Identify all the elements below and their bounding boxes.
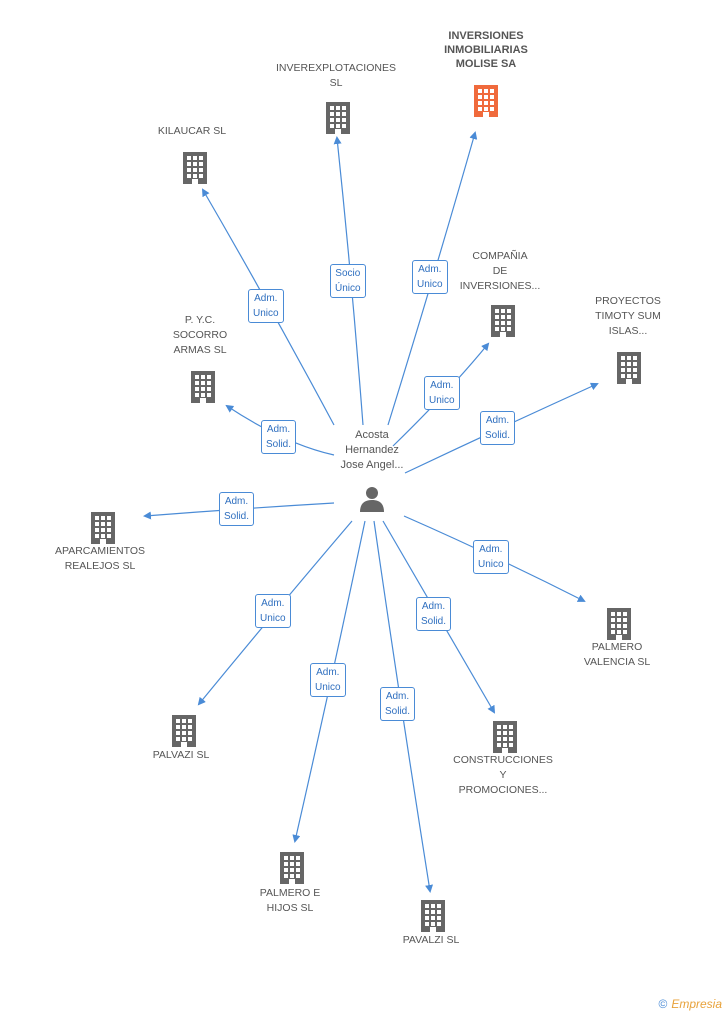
relation-label[interactable]: Adm. Unico [473, 540, 509, 574]
person-name[interactable]: Acosta Hernandez Jose Angel... [340, 429, 404, 471]
company-label[interactable]: P. Y.C. SOCORRO ARMAS SL [172, 314, 228, 356]
person-icon[interactable] [357, 484, 387, 514]
relation-label[interactable]: Adm. Unico [248, 289, 284, 323]
relation-label[interactable]: Adm. Solid. [480, 411, 516, 445]
building-icon[interactable] [418, 899, 448, 938]
relation-label[interactable]: Socio Único [330, 264, 366, 298]
company-label[interactable]: APARCAMIENTOS REALEJOS SL [54, 545, 146, 572]
company-label[interactable]: PROYECTOS TIMOTY SUM ISLAS... [595, 295, 661, 337]
company-label[interactable]: COMPAÑIA DE INVERSIONES... [459, 250, 541, 292]
building-icon[interactable] [604, 607, 634, 646]
building-icon[interactable] [490, 720, 520, 759]
copyright-symbol: © [658, 997, 668, 1011]
company-label[interactable]: KILAUCAR SL [157, 125, 227, 137]
relation-label[interactable]: Adm. Solid. [261, 420, 297, 454]
company-label[interactable]: INVEREXPLOTACIONES SL [275, 62, 396, 89]
building-icon[interactable] [488, 304, 518, 343]
company-label[interactable]: PAVALZI SL [402, 934, 460, 946]
building-icon[interactable] [180, 151, 210, 190]
building-icon[interactable] [323, 101, 353, 140]
company-label[interactable]: PALVAZI SL [152, 749, 210, 761]
relation-label[interactable]: Adm. Unico [424, 376, 460, 410]
company-label[interactable]: CONSTRUCCIONES Y PROMOCIONES... [453, 754, 553, 796]
building-icon[interactable] [188, 370, 218, 409]
footer-brand: ©Empresia [658, 997, 722, 1011]
relation-label[interactable]: Adm. Unico [255, 594, 291, 628]
company-label[interactable]: PALMERO VALENCIA SL [583, 641, 651, 668]
relation-label[interactable]: Adm. Unico [310, 663, 346, 697]
relation-label[interactable]: Adm. Solid. [416, 597, 452, 631]
building-icon[interactable] [614, 351, 644, 390]
relation-label[interactable]: Adm. Unico [412, 260, 448, 294]
company-label[interactable]: INVERSIONES INMOBILIARIAS MOLISE SA [444, 30, 528, 70]
building-icon[interactable] [277, 851, 307, 890]
company-label[interactable]: PALMERO E HIJOS SL [259, 887, 321, 914]
building-icon[interactable] [471, 84, 501, 123]
building-icon[interactable] [169, 714, 199, 753]
brand-logo: Empresia [671, 997, 722, 1011]
building-icon[interactable] [88, 511, 118, 550]
relation-label[interactable]: Adm. Solid. [219, 492, 255, 526]
relation-label[interactable]: Adm. Solid. [380, 687, 416, 721]
